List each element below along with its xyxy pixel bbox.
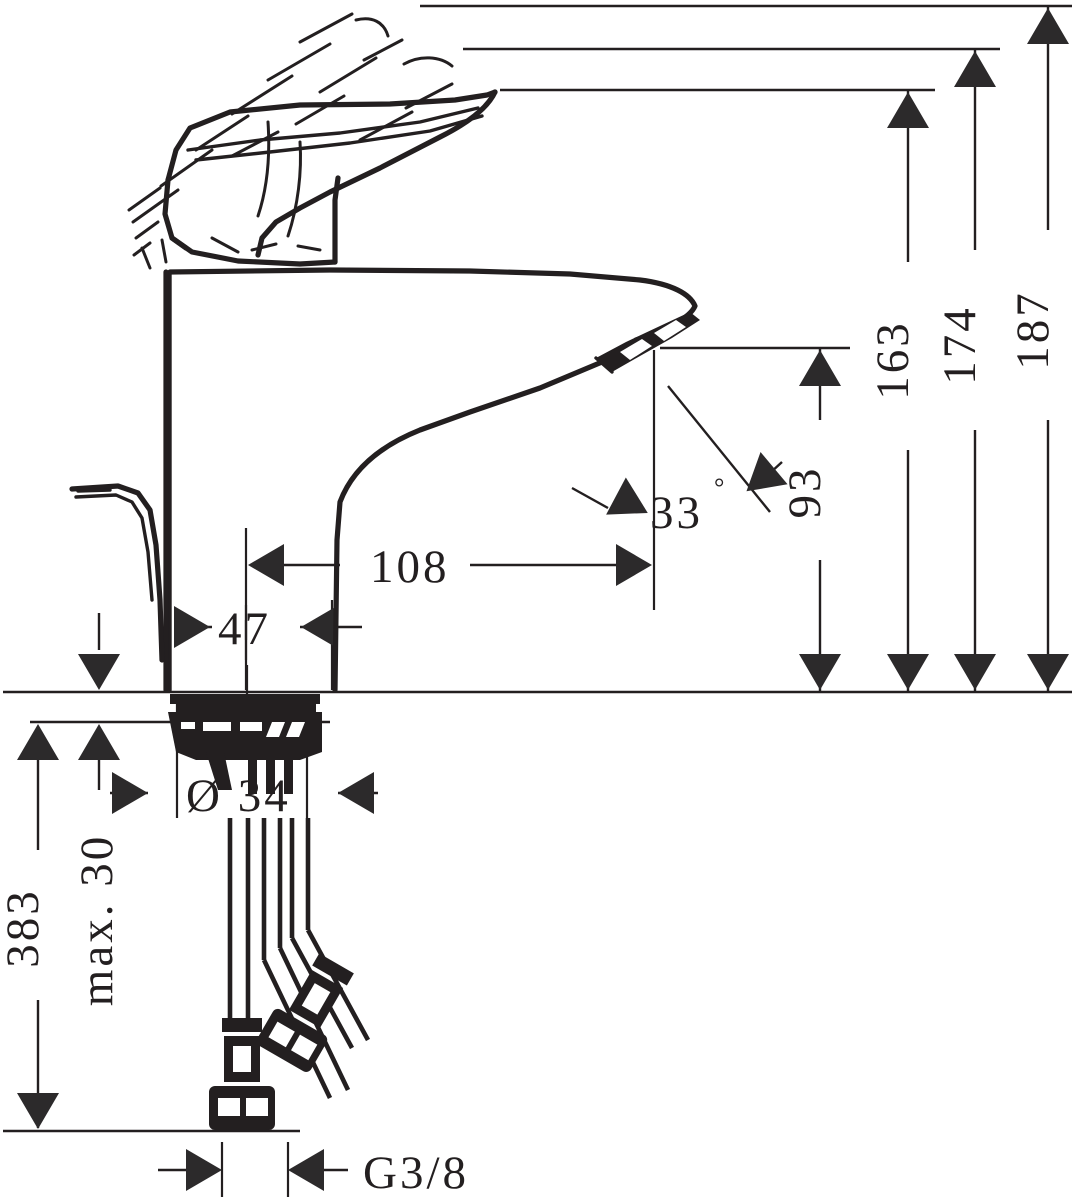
faucet-body [163, 267, 698, 693]
base-gap-indicator [78, 613, 120, 790]
dimension-label-163: 163 [867, 320, 919, 400]
dimension-label-174: 174 [934, 305, 986, 385]
dimension-label-187: 187 [1007, 290, 1059, 370]
dimension-g38: G3/8 [158, 1142, 469, 1199]
dimension-label-93: 93 [779, 466, 831, 519]
faucet-outline [69, 12, 700, 1130]
reference-lines [3, 4, 1072, 1133]
dimension-label-47: 47 [218, 603, 271, 655]
dimension-label-108: 108 [370, 541, 450, 593]
dimension-108: 108 [244, 350, 656, 640]
mounting-base [168, 665, 322, 794]
spout-aerator [594, 312, 700, 374]
connection-hoses [209, 818, 371, 1130]
dimension-163: 163 [867, 90, 929, 692]
dimension-max-30: max. 30 [71, 834, 123, 1006]
dimension-187: 187 [1007, 6, 1069, 692]
dimension-label-max-30: max. 30 [71, 834, 123, 1006]
popup-waste-rod [69, 483, 165, 663]
dimension-label-g38: G3/8 [363, 1147, 469, 1199]
dimension-label-33: 33 [650, 487, 703, 539]
lever-motion-lines [127, 12, 454, 270]
dimension-174: 174 [934, 49, 996, 692]
dimension-47: 47 [174, 600, 362, 690]
degree-symbol: ° [714, 473, 724, 502]
dimension-label-383: 383 [0, 888, 49, 968]
dimension-383: 383 [0, 724, 59, 1129]
dimension-93: 93 [779, 348, 841, 692]
dimension-33-degree: 33 ° [571, 385, 788, 539]
